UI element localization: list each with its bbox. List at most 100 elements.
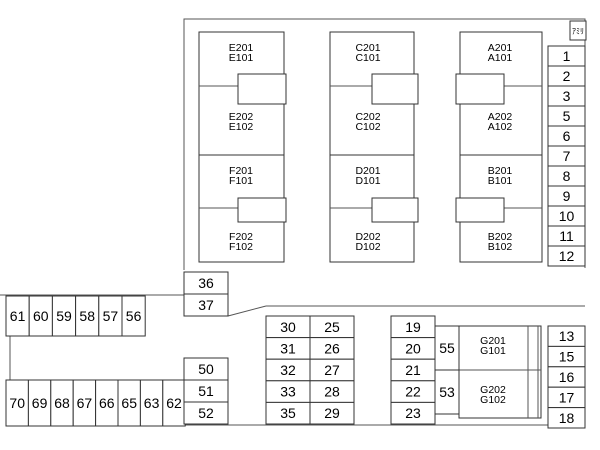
parking-space-cell — [547, 407, 586, 429]
parking-space-29: 29 — [309, 401, 355, 425]
unit-label-upper: D202 — [355, 231, 380, 243]
parking-space-25: 25 — [309, 315, 355, 339]
parking-space-59: 59 — [51, 295, 77, 337]
parking-space-13: 13 — [547, 325, 586, 347]
parking-space-1: 1 — [547, 45, 586, 67]
parking-space-number: 6 — [563, 128, 571, 144]
parking-space-58: 58 — [75, 295, 100, 337]
parking-space-7: 7 — [547, 145, 586, 167]
parking-space-26: 26 — [309, 337, 355, 360]
parking-space-number: 12 — [559, 248, 575, 264]
parking-space-cell — [309, 401, 355, 425]
unit-label-upper: E201 — [229, 42, 254, 54]
parking-space-number: 11 — [559, 228, 574, 244]
parking-space-10: 10 — [547, 205, 586, 227]
unit-label-lower: E101 — [229, 52, 254, 64]
unit-label-upper: C201 — [355, 42, 380, 54]
parking-space-32: 32 — [265, 358, 311, 382]
unit-label-upper: B202 — [488, 231, 513, 243]
parking-space-cell — [434, 325, 460, 371]
parking-space-number: 31 — [280, 340, 296, 356]
unit-label-lower: G102 — [480, 394, 506, 406]
parking-space-65: 65 — [117, 379, 141, 427]
parking-space-number: 56 — [126, 308, 142, 324]
parking-space-number: 32 — [280, 362, 296, 378]
parking-space-number: 29 — [324, 405, 340, 421]
parking-space-56: 56 — [121, 295, 146, 337]
parking-space-number: 51 — [198, 383, 214, 399]
unit-label-lower: D102 — [355, 241, 380, 253]
parking-space-number: 18 — [559, 410, 575, 426]
unit-label-upper: E202 — [229, 111, 254, 123]
building-A-block — [455, 31, 543, 159]
parking-space-cell — [434, 369, 460, 415]
parking-space-35: 35 — [265, 401, 311, 425]
corner-mark: ｱﾐﾘ — [572, 27, 584, 36]
parking-space-62: 62 — [162, 379, 186, 427]
parking-space-number: 20 — [405, 340, 421, 356]
parking-space-31: 31 — [265, 337, 311, 360]
parking-space-number: 62 — [166, 395, 182, 411]
unit-label-lower: E102 — [229, 121, 254, 133]
parking-space-number: 61 — [10, 308, 26, 324]
parking-space-number: 2 — [563, 68, 571, 84]
parking-space-2: 2 — [547, 65, 586, 87]
parking-space-17: 17 — [547, 386, 586, 409]
unit-labels: E201E101E202E102C201C101C202C102A201A101… — [229, 42, 513, 406]
corner-mark-box — [569, 20, 587, 41]
parking-space-number: 35 — [280, 405, 296, 421]
parking-space-22: 22 — [390, 380, 436, 403]
parking-space-number: 30 — [280, 319, 296, 335]
unit-label-lower: C101 — [355, 52, 380, 64]
parking-space-19: 19 — [390, 315, 436, 339]
parking-space-number: 26 — [324, 340, 340, 356]
parking-space-30: 30 — [265, 315, 311, 339]
parking-space-number: 23 — [405, 405, 421, 421]
parking-space-60: 60 — [28, 295, 53, 337]
parking-space-number: 68 — [54, 395, 70, 411]
parking-space-37: 37 — [183, 293, 229, 317]
unit-label-upper: A201 — [488, 42, 513, 54]
parking-space-68: 68 — [50, 379, 74, 427]
parking-space-61: 61 — [5, 295, 30, 337]
parking-space-63: 63 — [139, 379, 164, 427]
parking-space-36: 36 — [183, 271, 229, 295]
parking-space-cell — [183, 401, 229, 425]
parking-space-33: 33 — [265, 380, 311, 403]
parking-space-27: 27 — [309, 358, 355, 382]
parking-space-number: 36 — [198, 275, 214, 291]
parking-space-number: 3 — [563, 88, 571, 104]
unit-label-upper: F202 — [229, 231, 253, 243]
parking-space-number: 13 — [559, 328, 575, 344]
unit-label-upper: A202 — [488, 111, 513, 123]
parking-space-15: 15 — [547, 345, 586, 368]
parking-space-52: 52 — [183, 401, 229, 425]
parking-space-3: 3 — [547, 85, 586, 107]
parking-space-number: 59 — [56, 308, 72, 324]
building-D-block — [329, 154, 419, 263]
parking-space-6: 6 — [547, 125, 586, 147]
parking-space-18: 18 — [547, 407, 586, 429]
parking-space-number: 60 — [33, 308, 49, 324]
parking-space-28: 28 — [309, 380, 355, 403]
parking-space-number: 17 — [559, 389, 575, 405]
parking-space-cell — [183, 293, 229, 317]
parking-space-number: 55 — [439, 340, 455, 356]
parking-space-53: 53 — [434, 369, 460, 415]
parking-space-number: 63 — [144, 395, 160, 411]
unit-label-lower: D101 — [355, 175, 380, 187]
parking-space-5: 5 — [547, 105, 586, 127]
parking-space-number: 5 — [563, 108, 571, 124]
parking-space-number: 15 — [559, 349, 575, 365]
parking-space-12: 12 — [547, 245, 586, 267]
parking-space-number: 53 — [439, 384, 455, 400]
parking-space-number: 1 — [563, 48, 571, 64]
unit-label-lower: G101 — [480, 345, 506, 357]
parking-space-number: 57 — [103, 308, 119, 324]
parking-space-11: 11 — [547, 225, 586, 247]
parking-space-66: 66 — [95, 379, 119, 427]
parking-space-16: 16 — [547, 366, 586, 388]
unit-label-lower: F102 — [229, 241, 253, 253]
parking-space-cell — [121, 295, 146, 337]
parking-space-number: 8 — [563, 168, 571, 184]
